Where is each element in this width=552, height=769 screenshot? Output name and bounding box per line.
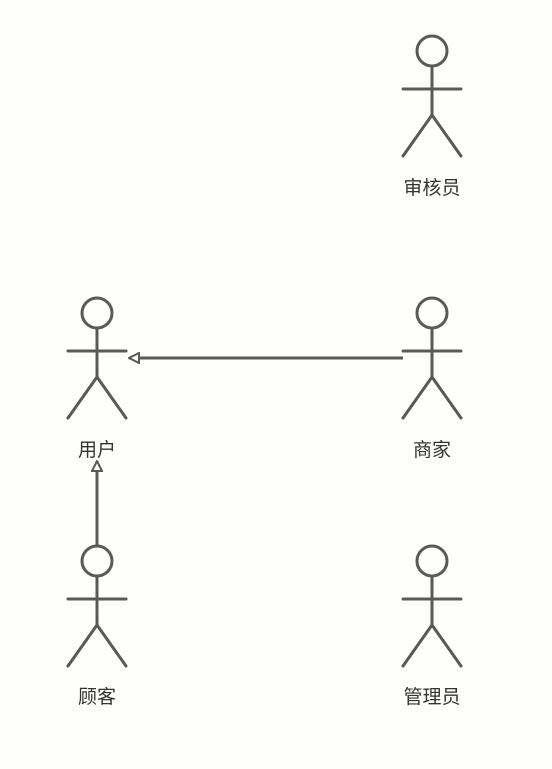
actor-label-merchant: 商家: [413, 439, 451, 461]
actor-admin[interactable]: 管理员: [401, 544, 463, 708]
stick-figure-icon: [66, 296, 128, 420]
stick-figure-icon: [66, 544, 128, 668]
actor-reviewer[interactable]: 审核员: [401, 34, 463, 199]
stick-figure-icon: [401, 34, 463, 158]
actor-label-user: 用户: [78, 439, 116, 461]
actor-merchant[interactable]: 商家: [401, 296, 463, 461]
actor-user[interactable]: 用户: [66, 296, 128, 461]
actor-customer[interactable]: 顾客: [66, 544, 128, 708]
actor-label-reviewer: 审核员: [403, 177, 460, 199]
stick-figure-icon: [401, 544, 463, 668]
actor-label-customer: 顾客: [78, 686, 116, 708]
actor-label-admin: 管理员: [403, 686, 460, 708]
stick-figure-icon: [401, 296, 463, 420]
